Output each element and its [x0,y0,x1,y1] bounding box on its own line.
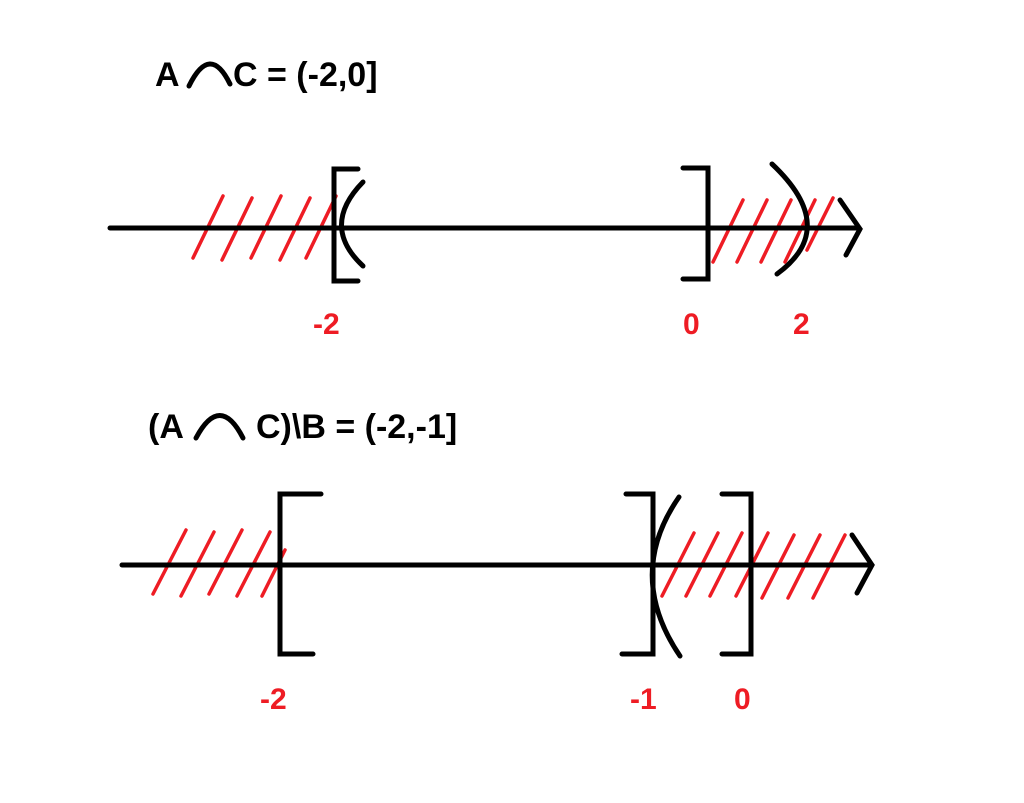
hatch-mark [711,198,745,264]
diagram-1-heading-right: C = (-2,0] [233,56,378,94]
diagram-1-left-bracket [331,166,361,284]
diagram-2-heading: (A C)\B = (-2,-1] [148,408,457,446]
intersection-icon [193,413,246,441]
diagram-2-arrow-icon [849,532,875,596]
diagram-2: (A C)\B = (-2,-1] -2 -1 [119,408,875,716]
hatch-mark [805,196,835,252]
hatch-mark [759,198,793,264]
diagram-1-right-paren [769,161,810,277]
diagram-2-right-bracket [719,491,754,657]
diagram-1-right-bracket [680,165,711,282]
hatch-mark [735,198,769,264]
diagram-2-tick-label: -2 [260,683,287,716]
diagram-2-heading-left: (A [148,408,184,446]
diagram-2-middle-paren [649,494,683,659]
diagram-2-tick-label: 0 [734,683,751,716]
diagram-1: A C = (-2,0] -2 0 2 [107,56,863,341]
hatch-mark [207,528,244,596]
diagram-1-tick-label: -2 [313,308,340,341]
hatch-mark [151,528,188,596]
diagram-2-middle-bracket [619,491,656,657]
diagram-1-arrow-icon [837,197,863,258]
diagram-1-heading: A C = (-2,0] [155,56,378,94]
diagram-1-tick-label: 0 [683,308,700,341]
diagram-1-left-paren [339,179,366,269]
diagram-2-tick-label: -1 [630,683,657,716]
diagram-1-tick-label: 2 [793,308,810,341]
hatch-mark [783,198,817,264]
diagram-2-heading-right: C)\B = (-2,-1] [256,408,457,446]
diagram-2-left-bracket [277,491,324,657]
intersection-icon [186,61,233,89]
diagram-1-heading-left: A [155,56,180,94]
